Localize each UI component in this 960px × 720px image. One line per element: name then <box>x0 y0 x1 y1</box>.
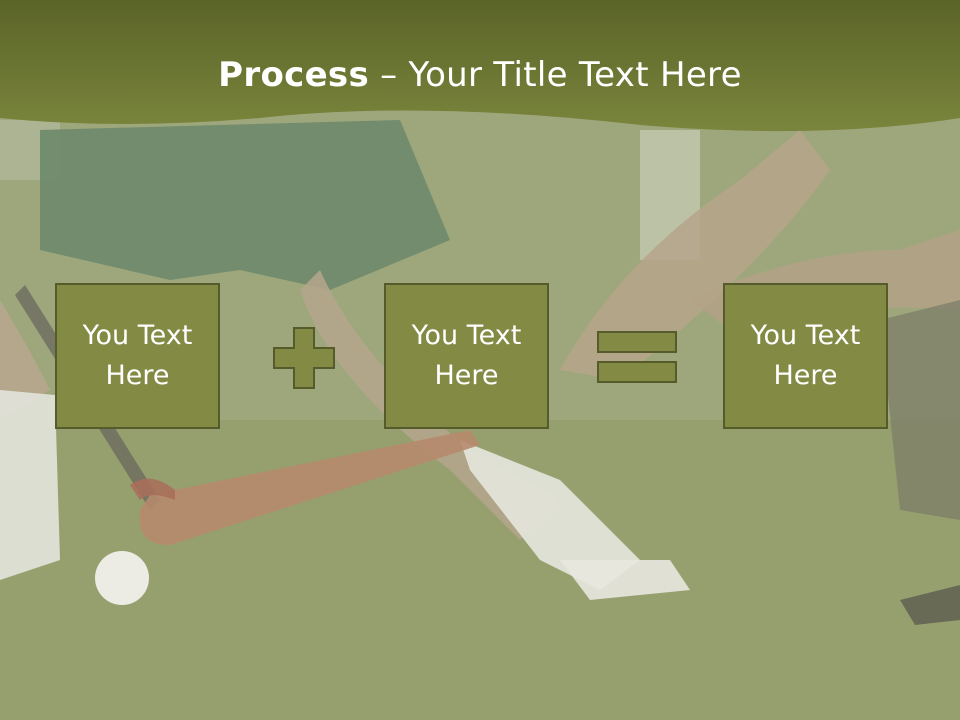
title-bold: Process <box>218 55 370 95</box>
title-rest: – Your Title Text Here <box>369 55 742 95</box>
title-banner <box>0 0 960 132</box>
page-title: Process – Your Title Text Here <box>0 50 960 100</box>
text-box-2: You Text Here <box>384 283 549 429</box>
plus-icon <box>273 327 335 389</box>
text-box-3: You Text Here <box>723 283 888 429</box>
text-box-1: You Text Here <box>55 283 220 429</box>
equals-icon <box>597 331 677 383</box>
